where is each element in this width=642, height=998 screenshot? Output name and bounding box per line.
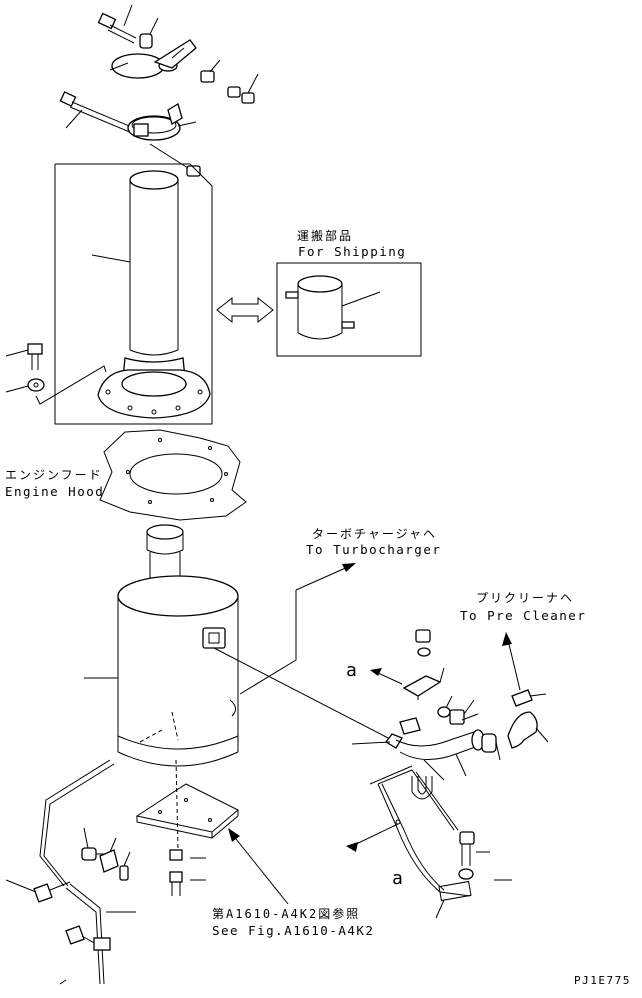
- hood-label-en: Engine Hood: [5, 484, 104, 499]
- precleaner-label-jp: プリクリーナヘ: [476, 591, 574, 605]
- ref-label-en: See Fig.A1610-A4K2: [212, 923, 374, 938]
- drain-pin: [119, 851, 131, 881]
- bracket-nut: [415, 629, 431, 657]
- engine-hood-panel: [99, 429, 247, 521]
- exhaust-stack-pipe: [91, 170, 179, 356]
- drain-bolt-left: [5, 879, 71, 903]
- air-cleaner-outlet: [146, 524, 184, 596]
- shipping-label-jp: 運搬部品: [297, 228, 353, 243]
- mounting-plate: [135, 783, 239, 839]
- view-a-arrow-upper: [370, 668, 403, 685]
- small-clip: [399, 717, 421, 735]
- precleaner-fitting: [511, 689, 547, 707]
- lower-bracket: [369, 765, 472, 919]
- shipping-label-en: For Shipping: [298, 244, 406, 259]
- lower-bracket-washer: [458, 868, 512, 881]
- turbo-arrow: [295, 563, 356, 591]
- hood-label-jp: エンジンフード: [5, 468, 103, 482]
- rain-cap: [109, 39, 197, 79]
- bracket-washer: [437, 695, 453, 718]
- clamp-nut: [149, 143, 201, 177]
- precleaner-arrow: [502, 632, 521, 691]
- inlet-pipe: [351, 729, 485, 781]
- plate-screw-lower: [169, 871, 206, 896]
- exhaust-pipe-box: [54, 163, 213, 425]
- view-a-label-lower: a: [392, 868, 404, 889]
- view-a-label-upper: a: [346, 660, 358, 681]
- shipping-cover: [285, 275, 381, 340]
- drawing-code: PJ1E775: [574, 974, 631, 987]
- lower-bracket-bolt: [459, 831, 490, 866]
- drain-tick: [59, 979, 67, 985]
- air-cleaner-body: [84, 575, 239, 767]
- top-spacer: [139, 17, 159, 49]
- swap-double-arrow: [216, 296, 274, 324]
- dashed-leader-bottom: [139, 711, 179, 849]
- pipe-hose-clamp: [481, 733, 501, 761]
- inlet-elbow-hose: [507, 711, 549, 749]
- plate-screw-upper: [169, 849, 206, 861]
- port-leader: [213, 647, 393, 741]
- drain-bolt-lower: [65, 911, 136, 951]
- shipping-box: [276, 262, 422, 357]
- ref-label-jp: 第A1610-A4K2図参照: [212, 906, 360, 921]
- top-nut: [200, 59, 221, 83]
- view-a-arrow-lower: [346, 823, 399, 852]
- clamp-band: [127, 103, 197, 141]
- drain-hose: [39, 759, 115, 985]
- turbo-label-jp: ターボチャージャヘ: [312, 527, 437, 541]
- precleaner-label-en: To Pre Cleaner: [460, 608, 586, 623]
- flange-bolt: [5, 343, 43, 370]
- exhaust-flange: [97, 357, 211, 419]
- nut-pair: [227, 73, 259, 104]
- turbo-label-en: To Turbocharger: [306, 542, 441, 557]
- reference-arrow: [228, 828, 289, 905]
- top-bolt: [97, 4, 137, 44]
- upper-bracket: [402, 667, 445, 700]
- drain-clamp-2: [99, 837, 119, 873]
- bracket-bolt: [449, 699, 479, 725]
- flange-washer: [5, 365, 107, 405]
- clamp-bolt: [59, 91, 135, 134]
